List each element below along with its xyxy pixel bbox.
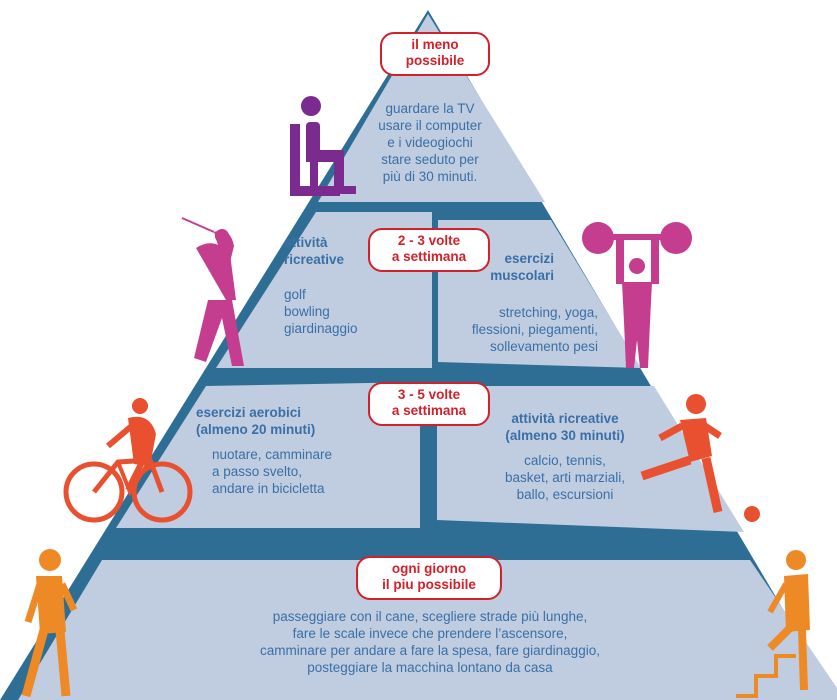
badge-2-3-times-week: 2 - 3 volte a settimana [368, 228, 490, 272]
tier3-right-panel [437, 386, 744, 532]
badge-less-possible: il meno possibile [380, 32, 490, 76]
badge-every-day: ogni giorno il piu possibile [356, 556, 502, 600]
top-activities-text: guardare la TV usare il computer e i vid… [378, 101, 482, 184]
stair-climber-icon [736, 550, 810, 698]
muscular-exercises-section: esercizi muscolari stretching, yoga, fle… [430, 250, 598, 355]
muscular-title-line1: esercizi [504, 251, 554, 266]
daily-activities-text: passeggiare con il cane, scegliere strad… [260, 609, 600, 675]
recreational-activities-section: attività ricreative golf bowling giardin… [284, 234, 374, 337]
muscular-title-line2: muscolari [490, 268, 554, 283]
badge-3-5-times-week: 3 - 5 volte a settimana [368, 382, 490, 426]
aerobic-exercises-section: esercizi aerobici (almeno 20 minuti) nuo… [196, 405, 333, 496]
recreational-title-line2: ricreative [284, 252, 345, 267]
recreational-30min-section: attività ricreative (almeno 30 minuti) c… [504, 411, 626, 502]
soccer-player-icon [640, 394, 760, 522]
tier-base-panel [18, 560, 837, 700]
walker-icon [21, 549, 78, 698]
weightlifter-icon [582, 222, 692, 368]
golfer-icon [181, 217, 244, 366]
cyclist-icon [63, 398, 193, 523]
tier-top-panel [318, 14, 545, 202]
sitting-person-icon [290, 96, 356, 196]
recreational-title-line1: attività [284, 235, 328, 250]
